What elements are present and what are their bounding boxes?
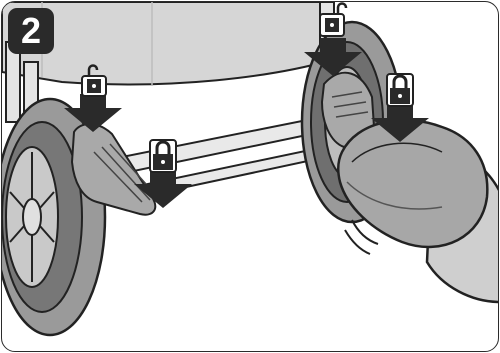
step-number-badge: 2: [8, 8, 54, 54]
foot-pressing-brake: [338, 120, 499, 302]
padlock-closed-icon: [150, 140, 176, 172]
padlock-closed-icon: [387, 74, 413, 106]
